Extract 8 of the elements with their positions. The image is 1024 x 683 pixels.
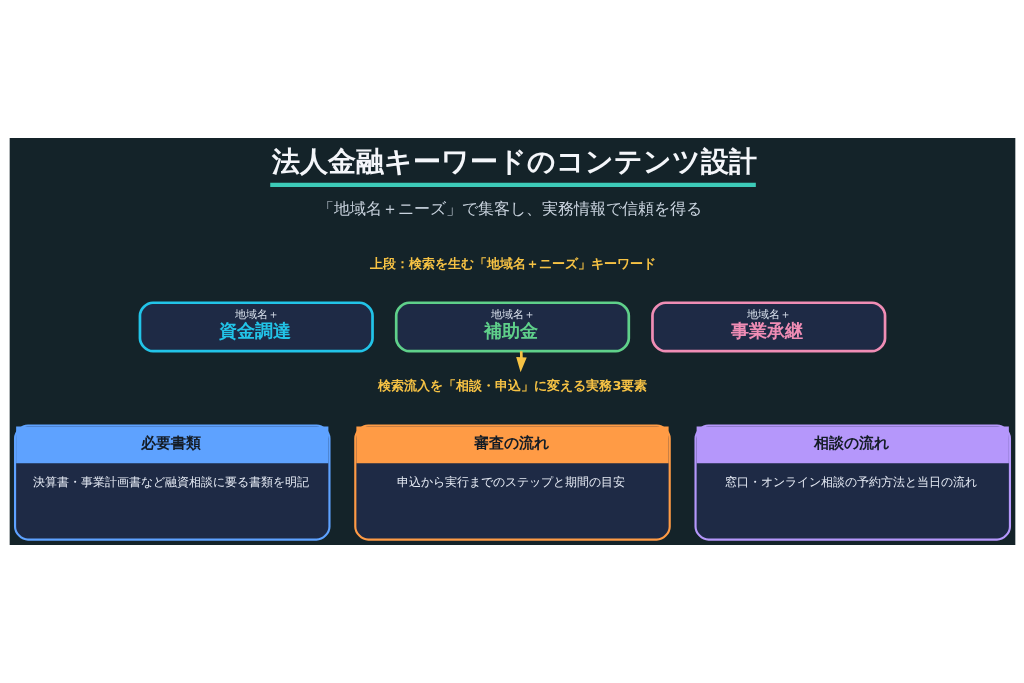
- node-box: 地域名＋ 補助金: [394, 301, 630, 353]
- label: 「地域名＋ニーズ」で集客し、実務情報で信頼を得る: [317, 198, 702, 218]
- node-box: 地域名＋ 資金調達: [138, 301, 374, 353]
- diagram-title: 法人金融キーワードのコンテンツ設計: [271, 144, 757, 178]
- label: 上段：検索を生む「地域名＋ニーズ」キーワード: [369, 256, 656, 272]
- node-text: 検索流入を「相談・申込」に変える実務3要素: [377, 378, 647, 394]
- node-box: 地域名＋ 事業承継: [650, 301, 886, 353]
- arrow: [515, 351, 527, 373]
